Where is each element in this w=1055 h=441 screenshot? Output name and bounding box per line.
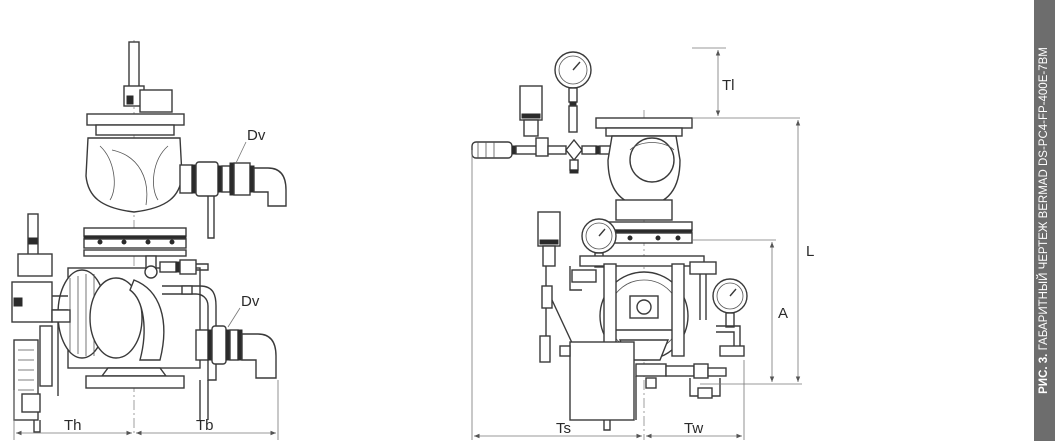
caption-bar [1034,0,1055,441]
label-l: L [806,243,814,260]
side-view [11,40,287,440]
figure-caption: РИС. 3. ГАБАРИТНЫЙ ЧЕРТЕЖ BERMAD DS-PC4-… [1034,0,1055,441]
label-th: Th [64,417,82,434]
caption-prefix: РИС. 3. [1038,353,1050,394]
label-tb: Tb [196,417,214,434]
front-view [471,47,802,440]
label-dv-lower: Dv [241,293,260,310]
label-ts: Ts [556,420,571,437]
label-a: A [778,305,788,322]
label-tl: Tl [722,77,735,94]
caption-text: ГАБАРИТНЫЙ ЧЕРТЕЖ BERMAD DS-PC4-FP-400E-… [1038,47,1050,351]
label-dv-upper: Dv [247,127,266,144]
label-tw: Tw [684,420,703,437]
